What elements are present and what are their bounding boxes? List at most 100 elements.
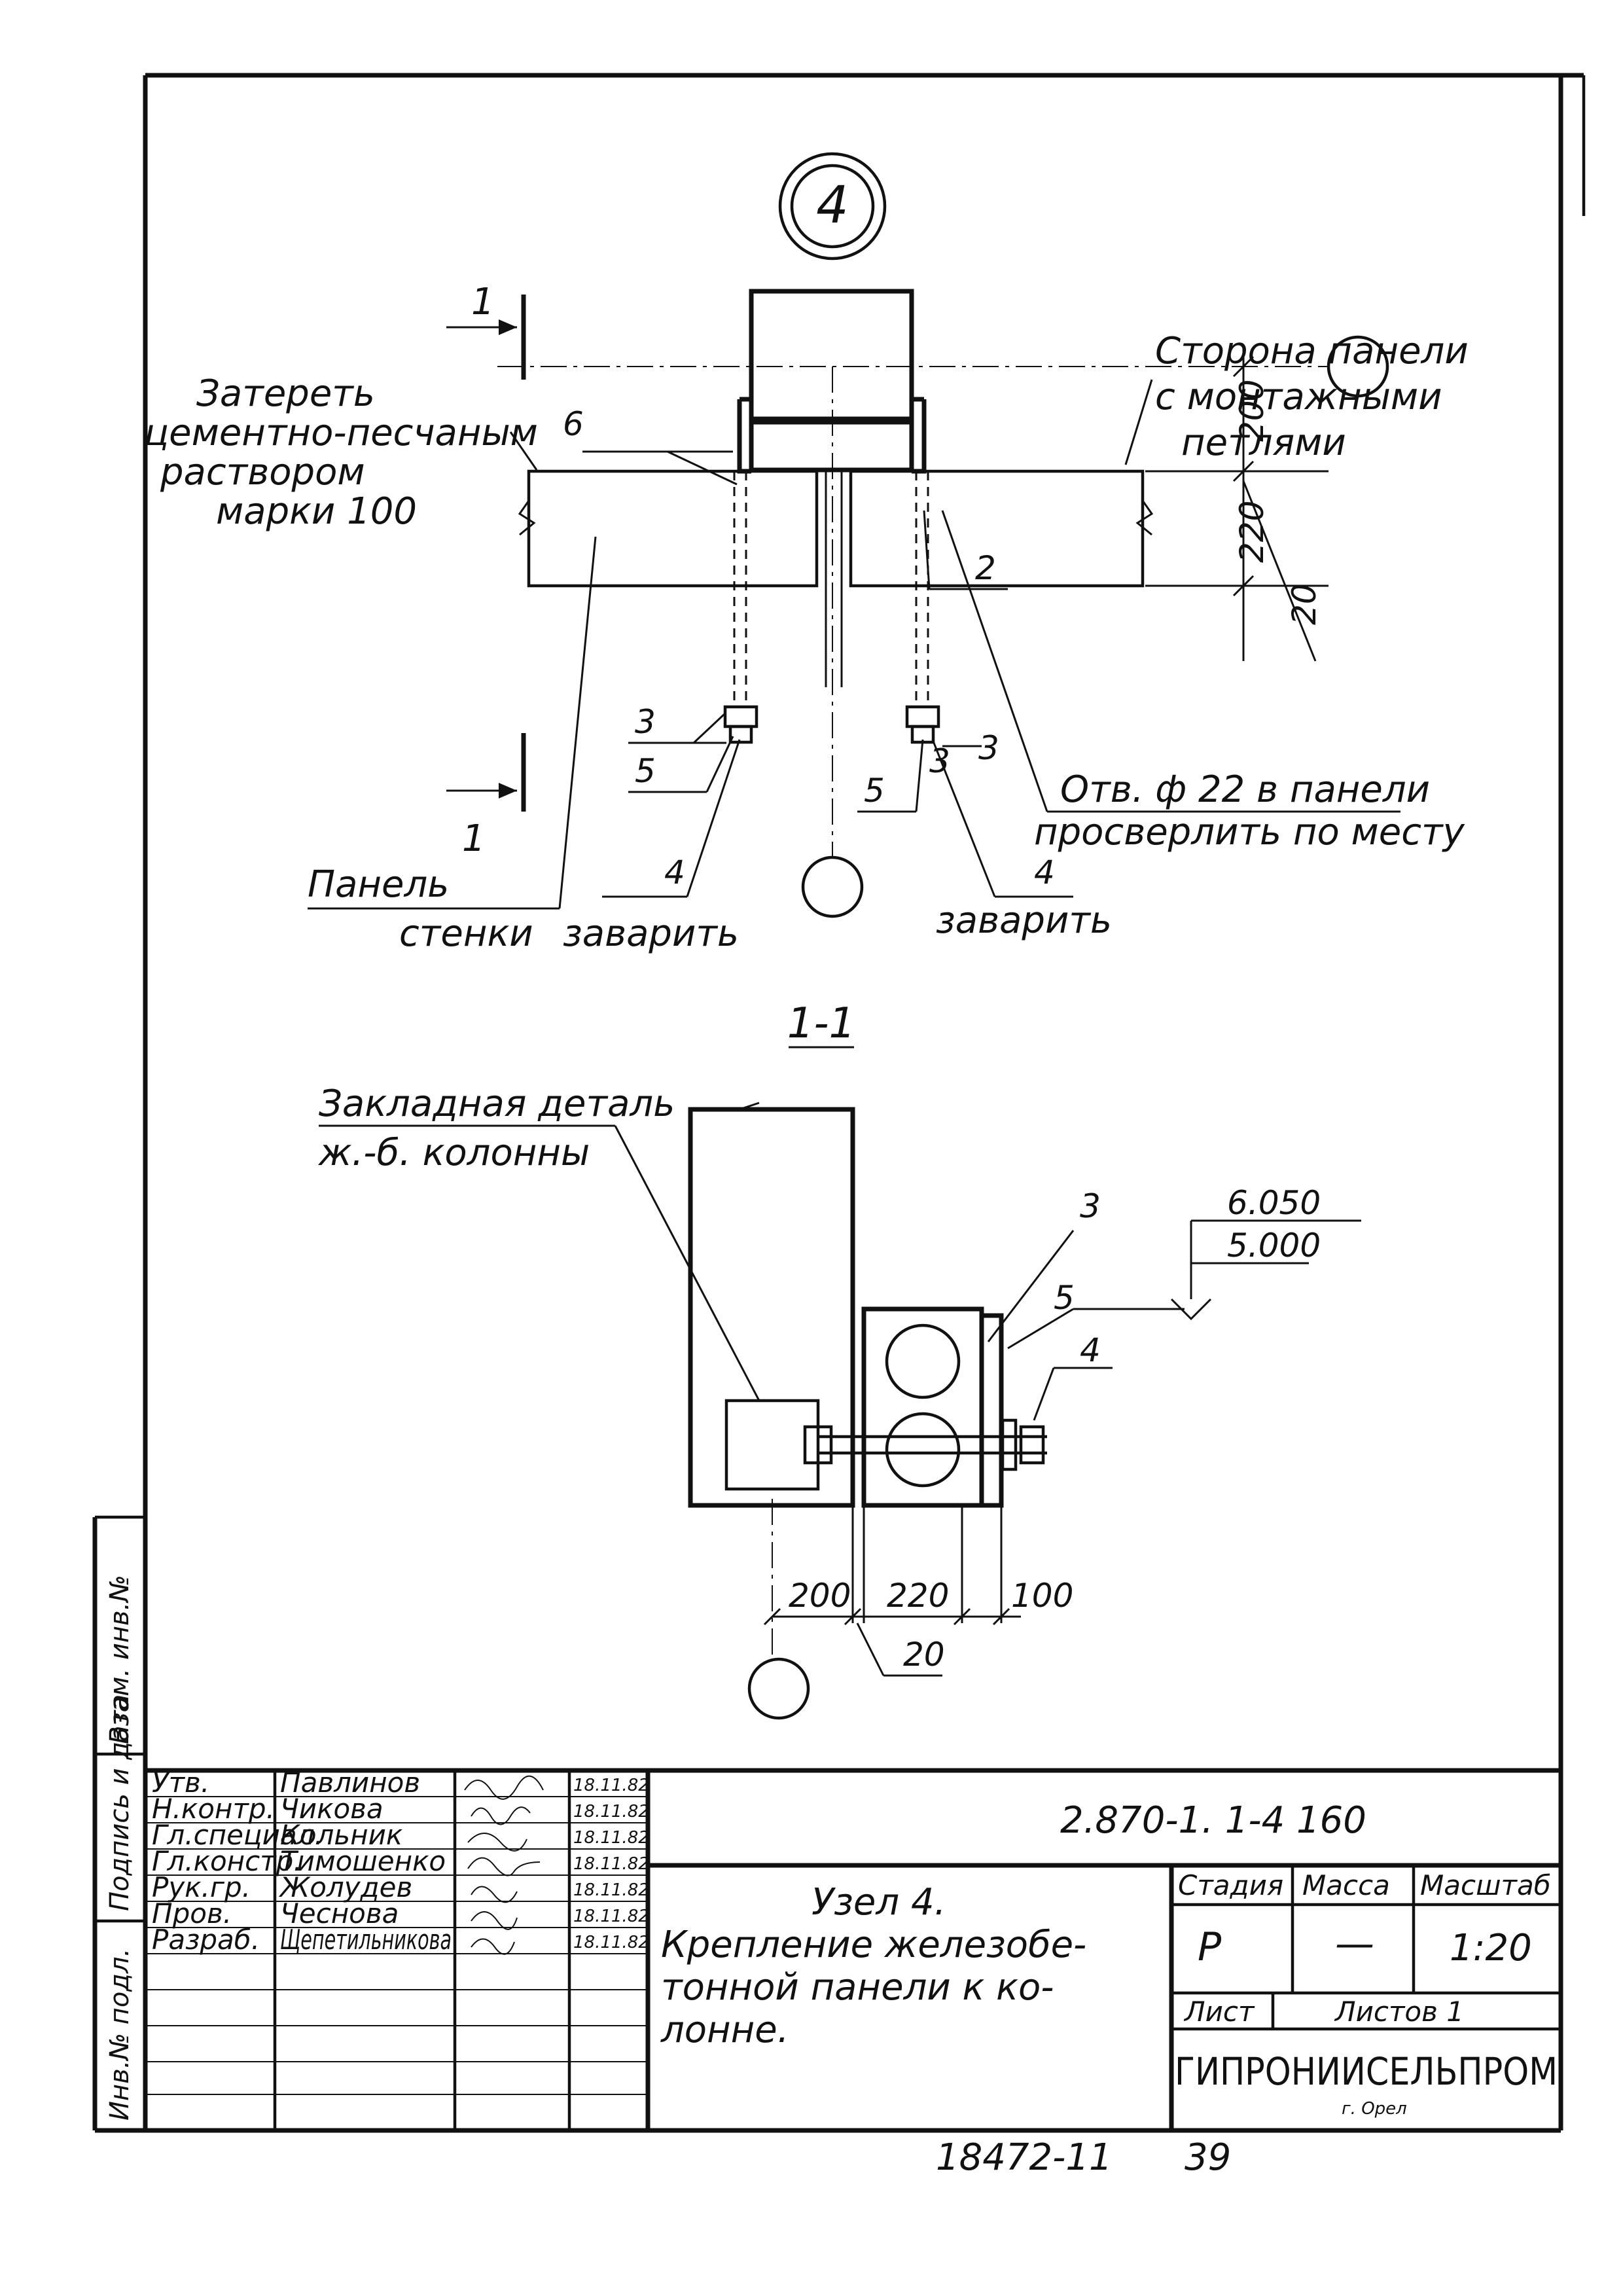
label-rub: Затереть цементно-песчаным раствором мар… xyxy=(144,372,538,533)
pos-3-left-label: 3 xyxy=(635,703,656,741)
label-weld-right: заварить xyxy=(931,739,1112,942)
label-embed-2: ж.-б. колонны xyxy=(317,1132,590,1174)
main-dimensions: 200 220 20 xyxy=(1145,347,1329,662)
tb-date-1: 18.11.82 xyxy=(573,1802,649,1821)
section-dimensions: 200 220 100 20 xyxy=(747,1499,1073,1720)
tb-role-4: Рук.гр. xyxy=(152,1871,251,1903)
tb-date-6: 18.11.82 xyxy=(573,1933,649,1952)
tb-dates: 18.11.82 18.11.82 18.11.82 18.11.82 18.1… xyxy=(573,1776,649,1952)
axis-marker-right xyxy=(1327,335,1389,398)
sec-dim-20: 20 xyxy=(903,1636,945,1674)
tb-title-line3: тонной панели к ко- xyxy=(661,1966,1054,2009)
sec-dim-100: 100 xyxy=(1011,1577,1073,1615)
tb-date-5: 18.11.82 xyxy=(573,1907,649,1926)
section-mark-bottom-label: 1 xyxy=(462,817,486,860)
strip-inv-no: Инв.№ подл. xyxy=(105,1948,135,2121)
section-column xyxy=(688,1107,855,1508)
dim-200-main: 200 xyxy=(1233,380,1271,442)
tb-date-2: 18.11.82 xyxy=(573,1828,649,1848)
strip-replace-inv: Взам. инв.№ xyxy=(105,1575,135,1744)
label-panel-side: Сторона панели с монтажными петлями xyxy=(1124,330,1469,465)
tb-mass: — xyxy=(1335,1921,1374,1967)
sec-dim-220: 220 xyxy=(887,1577,949,1615)
tb-date-0: 18.11.82 xyxy=(573,1776,649,1795)
break-mark-left xyxy=(518,500,536,536)
tb-title-line4: лонне. xyxy=(660,2009,789,2051)
sec-pos-4: 4 xyxy=(1033,1331,1113,1421)
tb-stage-header: Стадия xyxy=(1178,1869,1283,1901)
title-block: Утв. Н.контр. Гл.специал. Гл.констр. Рук… xyxy=(145,1767,1561,2130)
tb-title-line2: Крепление железобе- xyxy=(661,1924,1086,1966)
label-embed-1: Закладная деталь xyxy=(319,1083,675,1125)
tb-role-1: Н.контр. xyxy=(152,1793,275,1825)
pos-3-side-label: 3 xyxy=(929,742,950,780)
tb-role-2: Гл.специал. xyxy=(152,1819,323,1851)
panel-joint xyxy=(817,470,851,687)
tb-role-6: Разраб. xyxy=(152,1924,260,1956)
tb-date-3: 18.11.82 xyxy=(573,1854,649,1874)
tb-name-2: Кольник xyxy=(280,1819,403,1851)
tb-signatures xyxy=(464,1775,544,1955)
label-panel-side-3: петлями xyxy=(1181,422,1346,464)
wall-panel-right xyxy=(849,469,1145,588)
pos-3-side: 3 xyxy=(929,742,950,780)
pos-5-right: 5 xyxy=(857,739,924,813)
column-section xyxy=(749,416,914,473)
pos-4-right-label: 4 xyxy=(1034,853,1055,891)
pos-2: 2 xyxy=(923,510,1008,590)
label-rub-3: раствором xyxy=(160,451,365,493)
label-embed: Закладная деталь ж.-б. колонны xyxy=(317,1083,760,1401)
level-upper: 6.050 xyxy=(1227,1184,1321,1222)
label-hole: Отв. ф 22 в панели просверлить по месту xyxy=(941,510,1465,853)
pos-6-label: 6 xyxy=(563,405,584,443)
label-panel-1: Панель xyxy=(308,863,449,906)
tb-name-1: Чикова xyxy=(280,1793,383,1825)
sec-pos-3: 3 xyxy=(987,1187,1101,1342)
dim-220-main: 220 xyxy=(1233,501,1271,563)
tb-date-4: 18.11.82 xyxy=(573,1880,649,1900)
embedded-plate xyxy=(724,1399,820,1491)
tb-name-3: Тимошенко xyxy=(280,1845,446,1877)
sec-pos-4-label: 4 xyxy=(1080,1331,1101,1369)
tb-name-4: Жолудев xyxy=(278,1871,412,1903)
tb-stage: Р xyxy=(1198,1924,1222,1970)
sec-pos-5-label: 5 xyxy=(1054,1279,1075,1317)
label-panel-side-2: с монтажными xyxy=(1155,376,1442,418)
bolt-right xyxy=(905,471,940,744)
label-rub-4: марки 100 xyxy=(216,490,417,533)
node-number: 4 xyxy=(816,176,849,235)
tb-scale-header: Масштаб xyxy=(1420,1869,1551,1901)
label-weld-left-text: заварить xyxy=(563,912,739,955)
break-mark-right xyxy=(1135,500,1154,536)
pos-4-left-label: 4 xyxy=(664,853,685,891)
section-view: 1-1 Закладная деталь ж.-б. колонны xyxy=(317,999,1361,1720)
bracket-left xyxy=(737,397,753,474)
pos-5-right-label: 5 xyxy=(864,772,885,810)
label-hole-2: просверлить по месту xyxy=(1034,811,1465,853)
left-strip: Инв.№ подл. Подпись и дата Взам. инв.№ xyxy=(92,1515,145,2133)
pos-3-right-label: 3 xyxy=(978,729,999,767)
level-lower: 5.000 xyxy=(1227,1227,1321,1265)
axis-marker-bottom xyxy=(801,855,864,918)
label-panel-2: стенки xyxy=(399,912,533,955)
strip-sign-date: Подпись и дата xyxy=(105,1695,135,1911)
level-marks: 6.050 5.000 xyxy=(1170,1184,1361,1321)
dim-20-main: 20 xyxy=(1285,583,1323,625)
drawing-frame xyxy=(143,73,1586,2133)
label-panel: Панель стенки xyxy=(308,536,597,955)
tb-names: Павлинов Чикова Кольник Тимошенко Жолуде… xyxy=(278,1767,452,1956)
tb-name-5: Чеснова xyxy=(280,1897,399,1929)
tb-doc-code: 2.870-1. 1-4 160 xyxy=(1060,1799,1366,1842)
label-panel-side-1: Сторона панели xyxy=(1155,330,1469,372)
wall-panel-left xyxy=(527,469,819,588)
section-title: 1-1 xyxy=(787,999,856,1048)
sec-dim-200: 200 xyxy=(789,1577,851,1615)
tb-org: ГИПРОНИИСЕЛЬПРОМ xyxy=(1175,2049,1558,2094)
pos-5-left: 5 xyxy=(628,736,734,793)
section-axis-marker xyxy=(747,1657,810,1720)
section-mark-bottom: 1 xyxy=(446,733,526,860)
section-mark-top: 1 xyxy=(446,281,526,380)
label-weld-right-text: заварить xyxy=(936,899,1112,942)
bolt-left xyxy=(723,471,758,744)
label-rub-1: Затереть xyxy=(196,372,375,415)
